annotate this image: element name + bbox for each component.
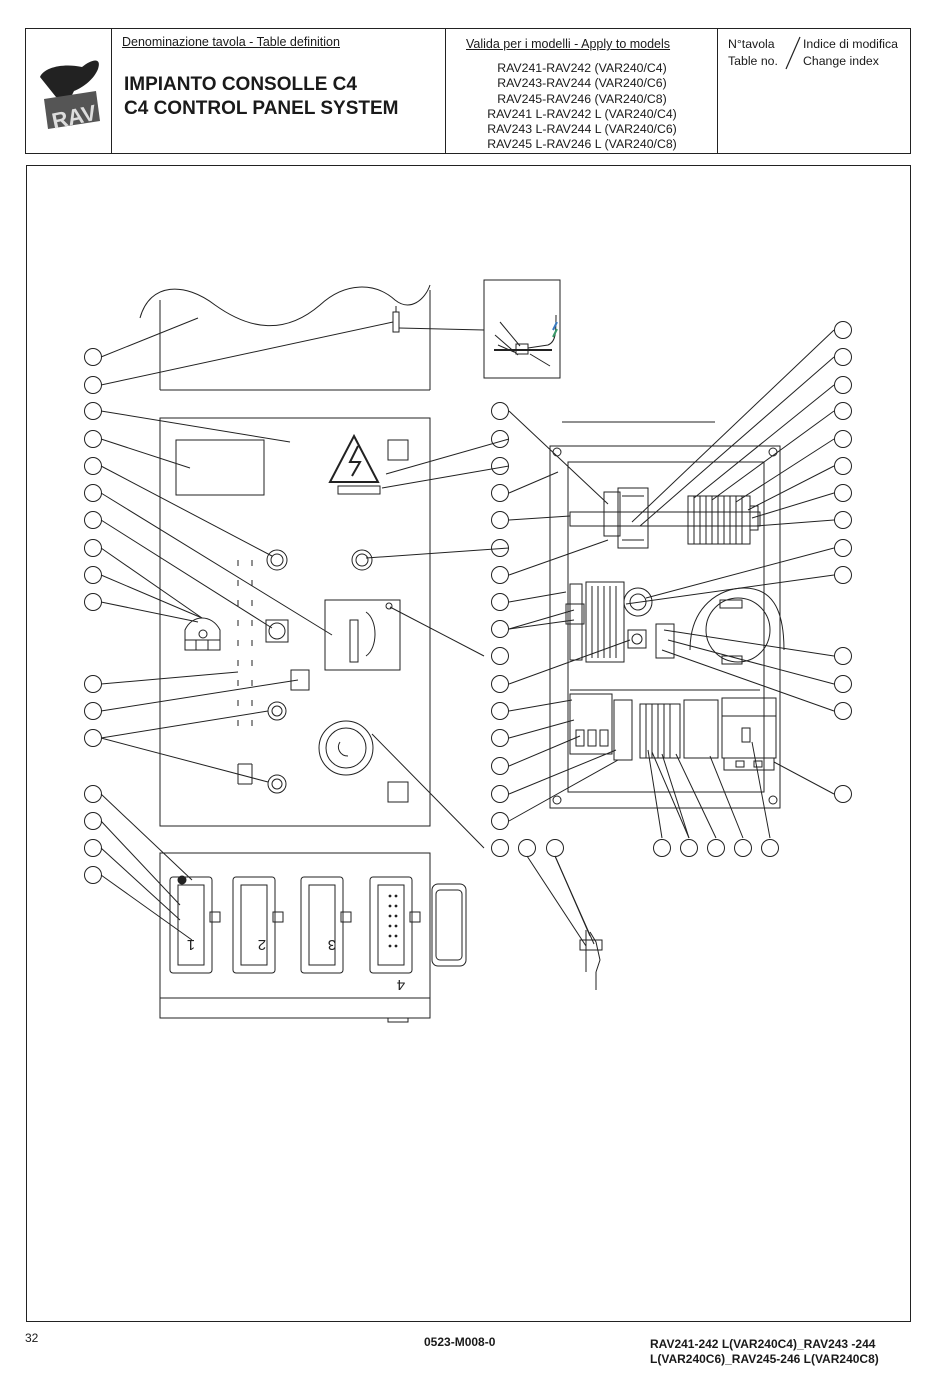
model-line: RAV245-RAV246 (VAR240/C8)	[497, 91, 667, 106]
title-italian: IMPIANTO CONSOLLE C4	[124, 74, 357, 95]
definition-cell: Denominazione tavola - Table definition …	[112, 29, 446, 153]
console-top-cover	[139, 284, 485, 391]
mounting-bracket-detail	[579, 930, 603, 990]
document-code: 0523-M008-0	[424, 1335, 496, 1349]
connector-panel	[159, 852, 467, 1023]
models-list: RAV241-RAV242 (VAR240/C4) RAV243-RAV244 …	[446, 61, 718, 153]
change-index-label-en: Change index	[803, 54, 879, 68]
models-label: Valida per i modelli - Apply to models	[466, 37, 671, 51]
rav-logo: RAV	[40, 60, 100, 134]
connector-label-4: 4	[397, 976, 405, 993]
footer-models-line-1: RAV241-242 L(VAR240C4)_RAV243 -244	[650, 1337, 876, 1351]
change-index-label-it: Indice di modifica	[803, 37, 899, 51]
drawing-frame	[26, 165, 911, 1322]
models-cell: Valida per i modelli - Apply to models R…	[446, 29, 718, 153]
electrical-cabinet	[549, 421, 785, 809]
terminal-block	[687, 495, 759, 545]
model-line: RAV243-RAV244 (VAR240/C6)	[497, 76, 667, 91]
connector-label-3: 3	[328, 936, 336, 953]
callout-bubbles	[84, 321, 852, 884]
connector-label-2: 2	[258, 936, 266, 953]
leader-lines	[100, 317, 835, 947]
definition-label: Denominazione tavola - Table definition	[122, 35, 340, 49]
title-english: C4 CONTROL PANEL SYSTEM	[124, 98, 399, 119]
logo-cell: RAV	[26, 29, 112, 153]
model-line: RAV241 L-RAV242 L (VAR240/C4)	[487, 106, 677, 121]
model-line: RAV245 L-RAV246 L (VAR240/C8)	[487, 137, 677, 152]
table-no-label-it: N°tavola	[728, 37, 775, 51]
model-line: RAV243 L-RAV244 L (VAR240/C6)	[487, 122, 677, 137]
table-number-cell: N°tavola Table no. Indice di modifica Ch…	[718, 29, 911, 153]
connector-label-1: 1	[187, 936, 195, 953]
detail-inset	[483, 279, 561, 379]
table-no-label-en: Table no.	[728, 54, 778, 68]
footer-models-line-2: L(VAR240C6)_RAV245-246 L(VAR240C8)	[650, 1352, 879, 1366]
model-line: RAV241-RAV242 (VAR240/C4)	[497, 61, 667, 75]
front-panel	[159, 417, 431, 827]
title-block: RAV Denominazione tavola - Table definit…	[25, 28, 911, 154]
divider-slash	[785, 36, 801, 70]
page-number: 32	[25, 1331, 39, 1345]
